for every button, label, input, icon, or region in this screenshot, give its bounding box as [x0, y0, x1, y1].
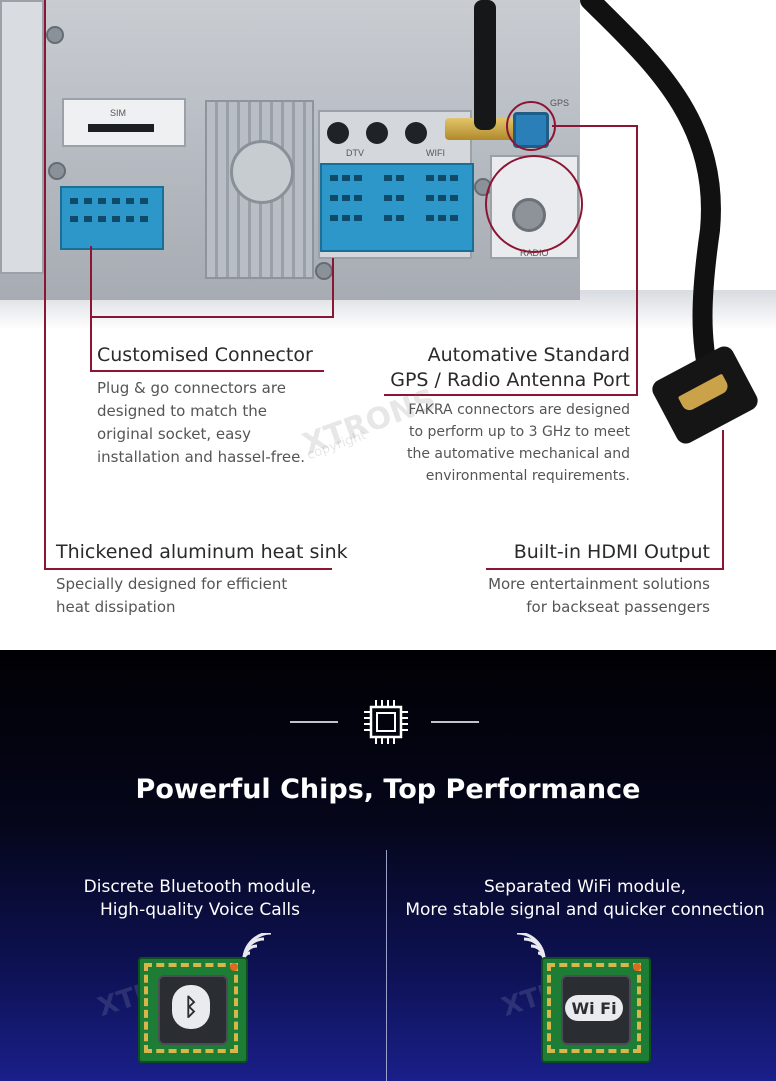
sim-slot [88, 124, 154, 132]
decor-line-left [290, 721, 338, 723]
wifi-chip-module: Wi Fi [541, 957, 651, 1063]
annotation-line [90, 246, 92, 370]
chip-icon [364, 700, 408, 744]
annotation-line [722, 430, 724, 570]
customised-connector-plug [60, 186, 164, 250]
head-unit-rear-panel: SIM DTV WIFI GPS RADIO [0, 0, 580, 300]
bluetooth-desc: Discrete Bluetooth module, High-quality … [83, 877, 317, 920]
heat-sink-desc: Specially designed for efficient heat di… [56, 575, 288, 616]
wifi-chip-label: Wi Fi [565, 995, 623, 1021]
performance-title: Powerful Chips, Top Performance [135, 774, 641, 805]
antenna-port-title: Automative Standard GPS / Radio Antenna … [390, 344, 630, 391]
annotation-line [486, 568, 724, 570]
bluetooth-icon: ᛒ [172, 985, 210, 1029]
wifi-antenna [474, 0, 496, 130]
dtv-label: DTV [346, 148, 364, 158]
performance-section: Powerful Chips, Top Performance Discrete… [0, 650, 776, 1081]
bluetooth-chip-module: ᛒ [138, 957, 248, 1063]
annotation-line [552, 125, 638, 127]
screw [48, 162, 66, 180]
gps-label: GPS [550, 98, 570, 108]
side-bracket [0, 0, 44, 274]
customised-connector-title: Customised Connector [97, 344, 313, 366]
blue-connector-block [320, 163, 474, 252]
hdmi-title: Built-in HDMI Output [513, 541, 710, 563]
annotation-line [90, 370, 324, 372]
hdmi-desc: More entertainment solutions for backsea… [488, 575, 710, 616]
annotation-line [332, 258, 334, 318]
x-logo-badge [230, 140, 294, 204]
heat-sink-title: Thickened aluminum heat sink [56, 541, 348, 563]
port-hole [405, 122, 427, 144]
wifi-label: WIFI [426, 148, 445, 158]
annotation-line [44, 0, 46, 568]
radio-label: RADIO [520, 248, 549, 258]
port-hole [327, 122, 349, 144]
screw [46, 26, 64, 44]
annotation-line [92, 316, 334, 318]
annotation-line [384, 394, 638, 396]
gps-fakra-port [513, 112, 549, 148]
annotation-line [44, 568, 332, 570]
radio-antenna-port [512, 198, 546, 232]
port-hole [366, 122, 388, 144]
wifi-desc: Separated WiFi module, More stable signa… [405, 877, 765, 920]
hdmi-port [677, 373, 731, 413]
section-divider [386, 850, 387, 1081]
decor-line-right [431, 721, 479, 723]
sim-slot-area [62, 98, 186, 147]
connector-feature-section: SIM DTV WIFI GPS RADIO [0, 0, 776, 616]
sim-label: SIM [110, 108, 127, 118]
customised-connector-desc: Plug & go connectors are designed to mat… [97, 379, 306, 466]
annotation-line [636, 125, 638, 395]
signal-icon [242, 933, 272, 960]
antenna-port-desc: FAKRA connectors are designed to perform… [407, 402, 630, 484]
